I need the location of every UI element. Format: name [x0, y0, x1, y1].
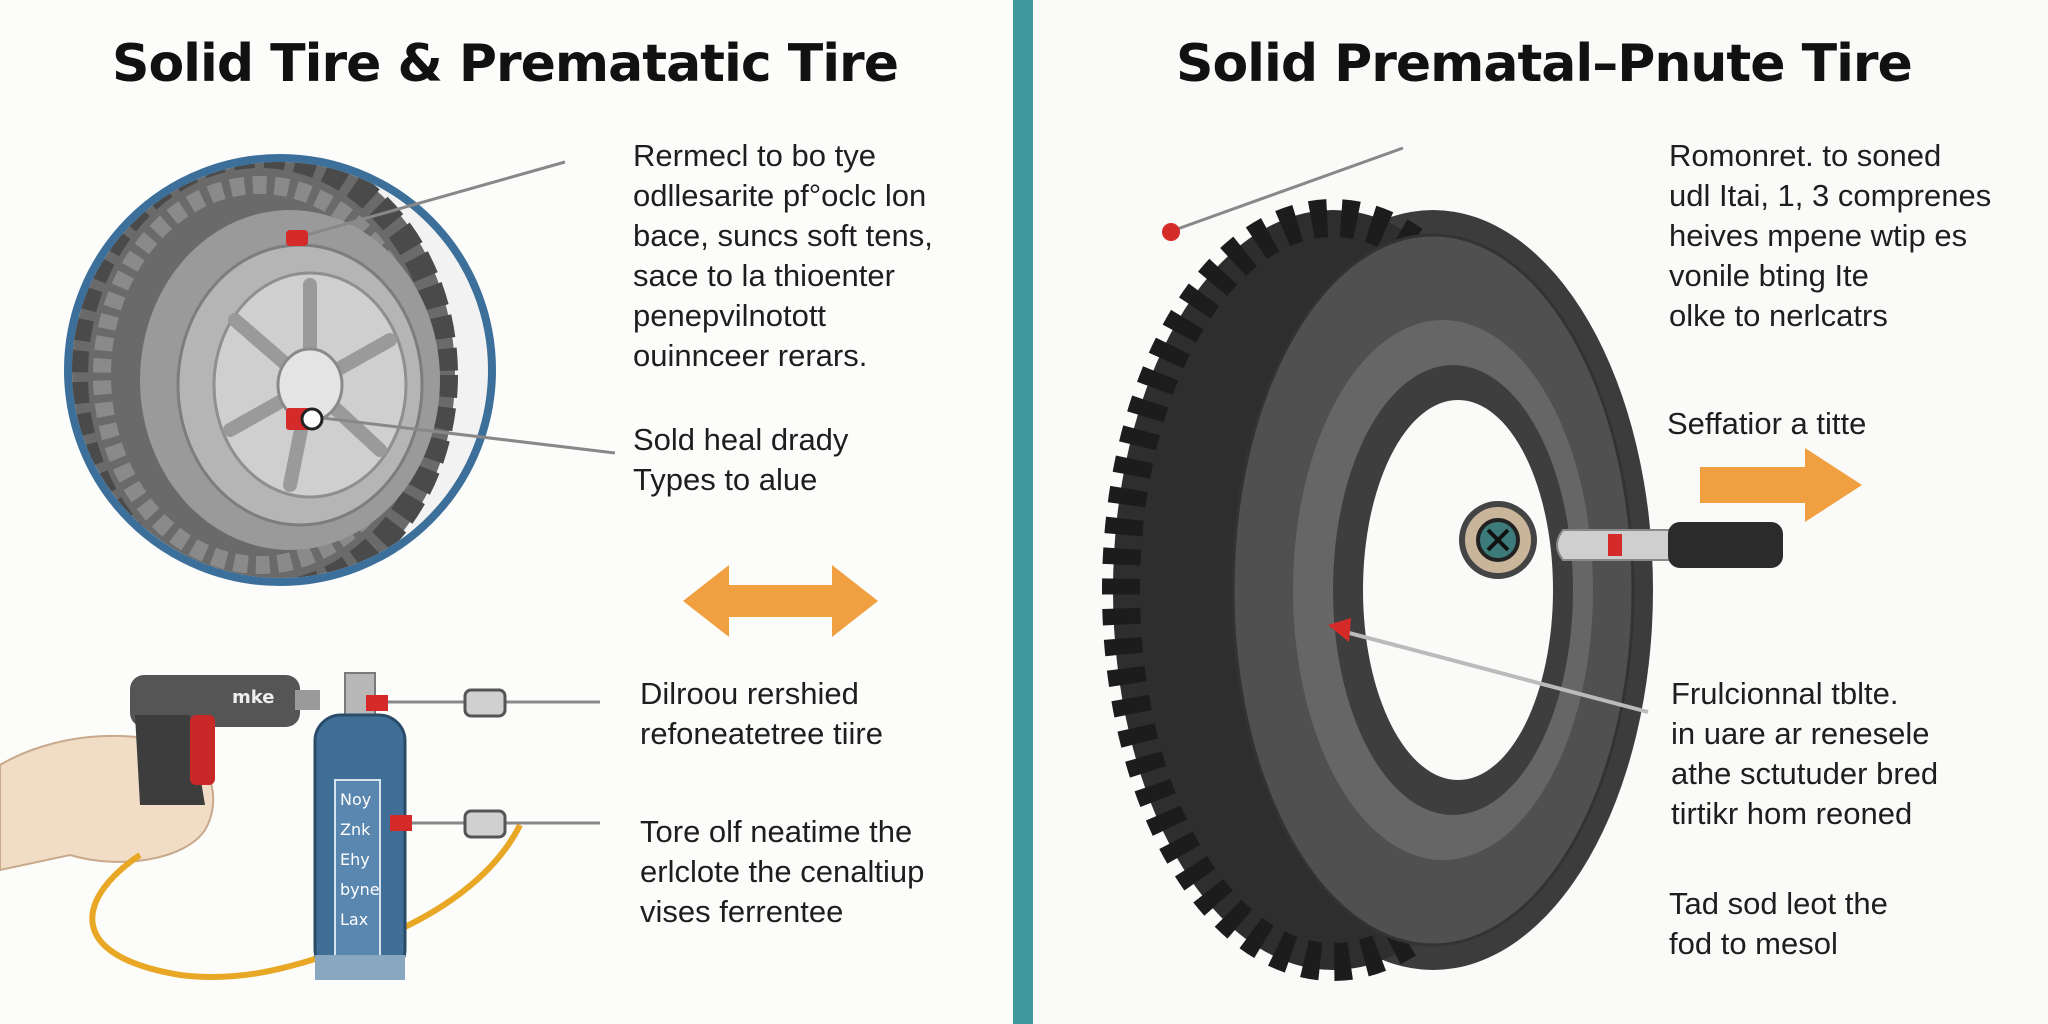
canister-label: Noy Znk Ehy byne Lax	[340, 790, 385, 929]
canister-label-5: Lax	[340, 910, 368, 929]
right-description-1: Romonret. to soned udl Itai, 1, 3 compre…	[1669, 138, 1992, 333]
solid-tire-illustration	[64, 154, 616, 586]
right-arrow-icon	[1700, 448, 1862, 522]
right-description-3: Frulcionnal tblte. in uare ar renesele a…	[1671, 676, 1939, 831]
right-description-2: Seffatior a titte	[1667, 406, 1867, 441]
pneumatic-tire-illustration	[1102, 146, 1783, 981]
canister-label-4: byne	[340, 880, 380, 899]
double-arrow-icon	[683, 565, 878, 637]
right-description-4: Tad sod leot the fod to mesol	[1669, 886, 1888, 961]
right-title: Solid Prematal–Pnute Tire	[1176, 34, 1913, 94]
canister-label-3: Ehy	[340, 850, 370, 869]
left-panel: Solid Tire & Prematatic Tire	[0, 0, 1013, 1024]
left-description-4: Tore olf neatime the erlclote the cenalt…	[640, 814, 925, 929]
panel-divider	[1013, 0, 1033, 1024]
left-description-2: Sold heal drady Types to alue	[633, 422, 849, 497]
left-title: Solid Tire & Prematatic Tire	[112, 34, 899, 94]
left-description-3: Dilroou rershied refoneatetree tiire	[640, 676, 883, 751]
right-panel: Solid Prematal–Pnute Tire Romonret. to s…	[1033, 0, 2048, 1024]
left-description-1: Rermecl to bo tye odllesarite pf°oclc lo…	[633, 138, 933, 373]
gun-brand-label: mke	[232, 687, 274, 708]
inflator-kit-illustration: mke Noy Znk Ehy byne Lax	[0, 672, 600, 981]
canister-label-2: Znk	[340, 820, 371, 839]
canister-label-1: Noy	[340, 790, 371, 809]
